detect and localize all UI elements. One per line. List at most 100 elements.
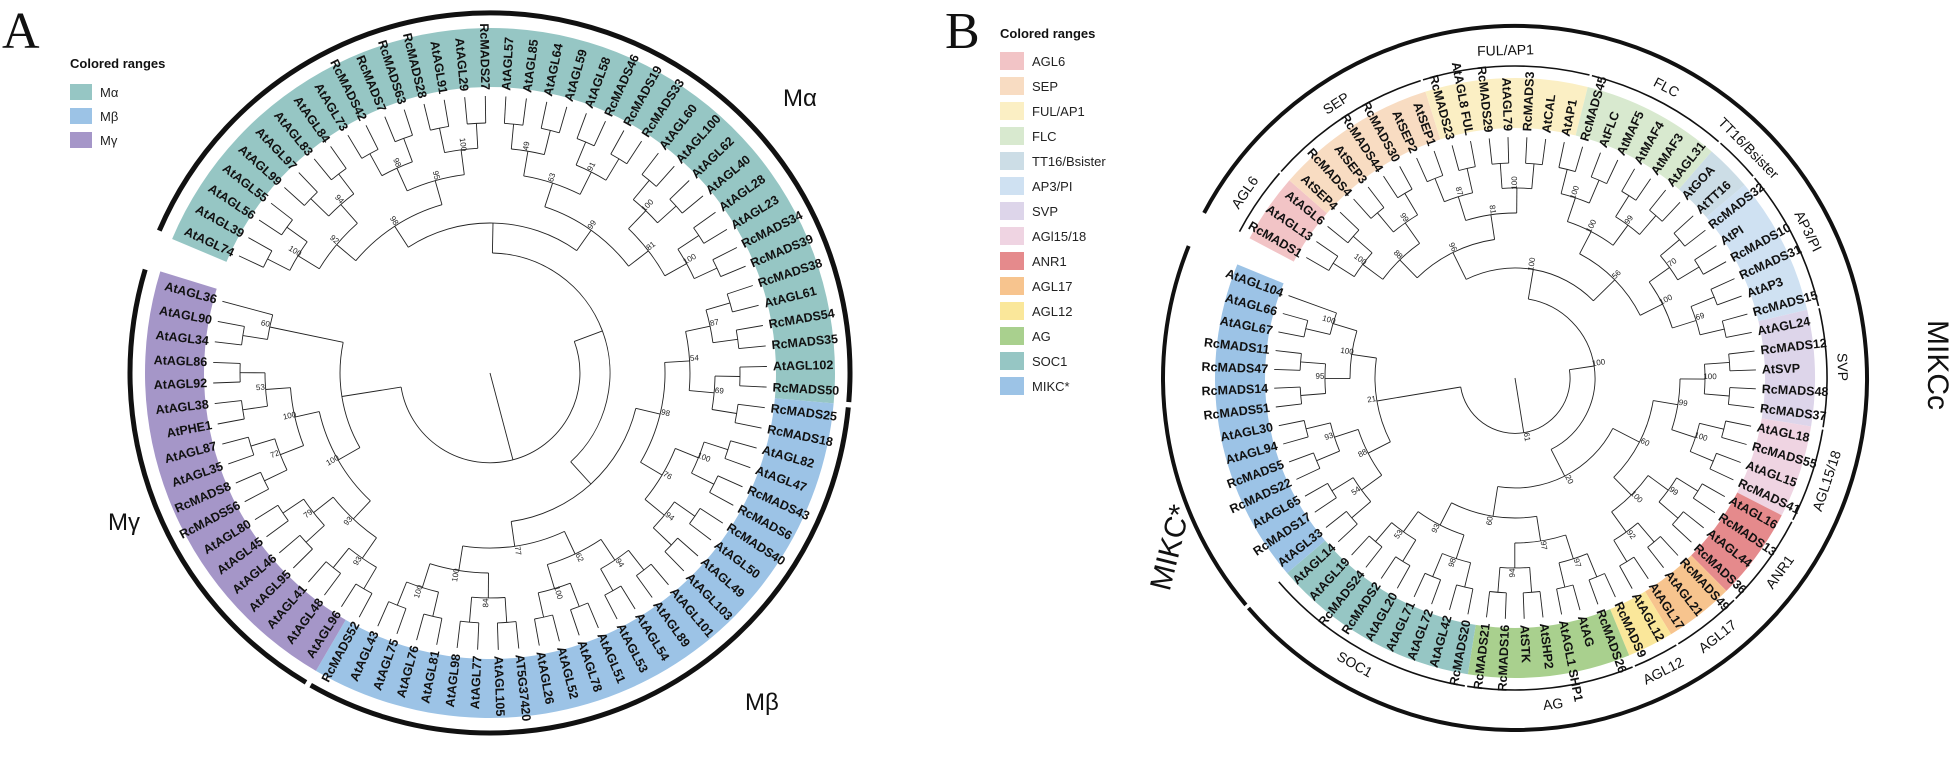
a-branch — [456, 621, 461, 649]
panel-a: A AtAGL74AtAGL39AtAGL56AtAGL55AtAGL99AtA… — [2, 3, 853, 736]
legend-a-title: Colored ranges — [70, 56, 165, 71]
b-branch-arc — [1647, 536, 1661, 548]
a-bootstrap-value: 94 — [333, 193, 346, 206]
b-leaf-label: RcMADS14 — [1201, 382, 1268, 399]
a-branch — [235, 471, 261, 484]
a-leaf-label: AtAGL98 — [443, 653, 463, 708]
a-branch — [650, 563, 669, 586]
group-arc-ag — [1467, 666, 1633, 691]
b-branch — [1690, 451, 1714, 462]
b-branch — [1703, 261, 1727, 275]
a-branch-arc — [462, 530, 565, 549]
a-bootstrap-value: 94 — [614, 557, 627, 570]
b-bootstrap-value: 96 — [1447, 241, 1459, 253]
b-bootstrap-value: 81 — [1488, 204, 1498, 215]
a-branch — [222, 300, 273, 316]
b-range-flc — [1575, 86, 1712, 190]
a-branch — [280, 445, 304, 456]
b-bootstrap-value: 54 — [1350, 484, 1363, 497]
b-range-agl6 — [1249, 180, 1327, 262]
a-branch-arc — [381, 161, 413, 177]
a-branch — [691, 472, 715, 485]
legend-b-swatch — [1000, 127, 1024, 145]
a-branch — [248, 237, 273, 252]
b-branch — [1282, 313, 1308, 321]
b-bootstrap-value: 97 — [1572, 557, 1583, 569]
b-bootstrap-value: 53 — [1392, 528, 1405, 541]
a-leaf-label: AtAGL86 — [153, 353, 207, 369]
a-branch — [537, 592, 545, 618]
a-branch-arc — [467, 122, 486, 125]
a-bootstrap-value: 93 — [351, 554, 364, 567]
a-branch — [341, 386, 402, 397]
a-branch — [292, 548, 313, 569]
b-branch — [1470, 141, 1476, 167]
b-branch — [1351, 501, 1371, 519]
a-branch — [711, 409, 737, 414]
b-branch-arc — [1727, 387, 1731, 405]
b-branch — [1658, 501, 1679, 519]
a-branch — [657, 205, 677, 224]
a-branch — [464, 97, 468, 125]
b-bootstrap-value: 56 — [1610, 268, 1623, 281]
a-branch — [579, 171, 592, 195]
a-bootstrap-value: 100 — [682, 252, 699, 267]
b-branch — [1325, 511, 1347, 528]
a-range-m-alpha — [172, 27, 835, 404]
group-arc-ap3-pi — [1753, 177, 1820, 307]
b-branch — [1278, 331, 1305, 338]
b-branch — [1490, 214, 1496, 240]
b-branch — [1499, 163, 1503, 189]
b-branch — [1593, 279, 1616, 302]
b-branch — [1539, 591, 1544, 618]
a-branch — [552, 614, 560, 642]
a-branch — [724, 458, 751, 469]
a-branch-arc — [644, 448, 676, 500]
a-branch — [238, 255, 264, 268]
a-branch — [396, 581, 408, 606]
panel-b-branches — [1274, 137, 1756, 619]
a-branch — [712, 338, 738, 344]
b-branch-arc — [1558, 553, 1588, 564]
b-range-agl17 — [1645, 555, 1727, 635]
b-branch — [1660, 536, 1679, 556]
legend-b-item: SOC1 — [1032, 354, 1067, 369]
b-range-ful-ap1 — [1425, 78, 1588, 140]
a-branch — [600, 539, 616, 561]
a-branch — [727, 285, 753, 295]
group-arc-flc — [1591, 74, 1720, 143]
b-range-mikc-star — [1215, 264, 1326, 574]
a-bootstrap-value: 95 — [431, 170, 442, 182]
a-branch-arc — [444, 147, 478, 154]
panel-b-bootstrap-values: 1009987100100997069100100999297949853549… — [1316, 176, 1718, 578]
b-branch-arc — [1721, 420, 1727, 438]
a-bootstrap-value: 76 — [661, 469, 674, 482]
b-branch — [1560, 169, 1568, 194]
b-branch — [1709, 468, 1734, 481]
a-branch-arc — [685, 331, 691, 391]
a-branch — [337, 447, 361, 461]
a-bootstrap-value: 100 — [552, 585, 565, 601]
b-branch — [1380, 556, 1397, 579]
a-branch — [737, 403, 765, 409]
a-branch — [475, 123, 479, 149]
a-branch — [347, 134, 363, 159]
b-branch — [1613, 540, 1628, 562]
panel-b-group-arcs — [1161, 24, 1869, 732]
a-leaf-label: RcMADS35 — [771, 332, 839, 352]
a-branch — [365, 125, 379, 150]
a-branch — [736, 325, 763, 331]
a-branch — [576, 229, 592, 251]
b-branch — [1416, 157, 1428, 182]
b-branch — [1439, 502, 1452, 526]
b-bootstrap-value: 94 — [1508, 568, 1517, 577]
legend-a-item: Mγ — [100, 133, 118, 148]
group-arc-agl6 — [1238, 172, 1281, 232]
b-branch — [1673, 215, 1694, 234]
b-branch — [1351, 353, 1377, 359]
b-leaf-label: AtSVP — [1762, 361, 1801, 376]
b-branch — [1361, 474, 1382, 491]
a-branch — [632, 180, 650, 200]
